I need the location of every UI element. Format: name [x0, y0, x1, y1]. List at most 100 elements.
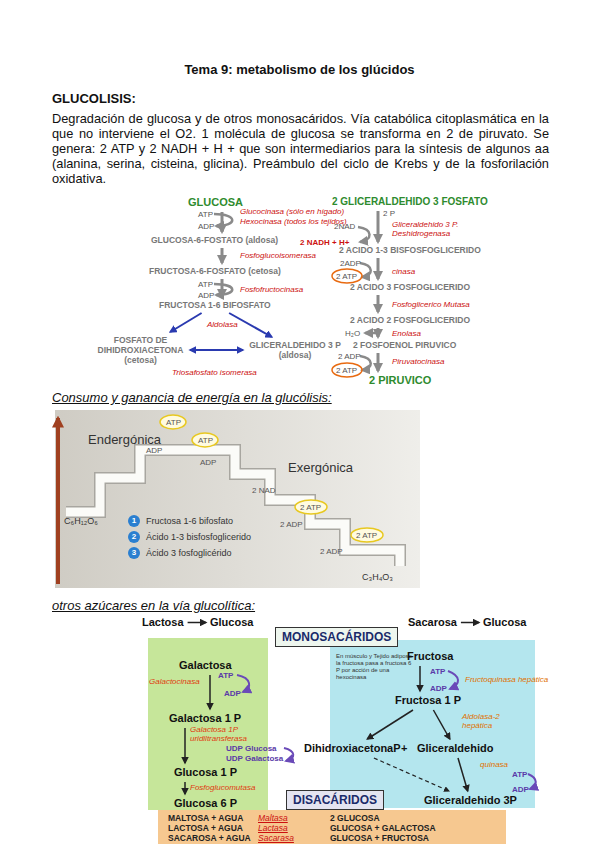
compound-node: Gliceraldehido 3P: [422, 793, 519, 808]
compound-node: 2 GLICERALDEHIDO 3 FOSFATO: [330, 195, 490, 209]
node-text: FOSFATO DE DIHIDROXIACETONA (cetosa): [95, 335, 186, 365]
reaction-arrow: [433, 710, 449, 739]
text-label: Fructoquinasa hepática: [465, 675, 548, 684]
reaction-arrow: [377, 328, 380, 337]
text-label: Fosfoglucomutasa: [190, 783, 255, 792]
compound-node: DihidroxiacetonaP: [302, 741, 403, 756]
disaccharide-table: [158, 810, 506, 844]
text-label: Gliceraldehido 3 P. Deshidrogenasa: [392, 220, 487, 238]
text-label: Aldolasa-2 hepática: [462, 712, 507, 730]
page-title: Tema 9: metabolismo de los glúcidos: [0, 62, 599, 77]
text-label: quinasa: [480, 760, 508, 769]
category-box: DISACÁRIDOS: [286, 790, 384, 810]
text-label: otros azúcares en la vía glucolítica:: [52, 598, 255, 613]
node-text: Glucosa 1 P: [174, 766, 237, 779]
text-label: Maltasa: [258, 813, 288, 823]
text-label: LACTOSA + AGUA: [168, 823, 243, 833]
text-label: ATP: [512, 770, 527, 779]
reaction-arrow: [221, 212, 224, 232]
text-label: Glucocinasa (sólo en hígado): [240, 207, 344, 216]
text-label: Ácido 3 fosfoglicérido: [146, 548, 232, 558]
text-label: 2NAD: [334, 222, 355, 231]
text-label: 2: [129, 532, 139, 542]
text-label: ADP: [200, 458, 216, 467]
compound-node: Galactosa 1 P: [167, 711, 243, 726]
reaction-arrow: [170, 313, 201, 332]
text-label: 3: [129, 548, 139, 558]
compound-node: Lactosa: [140, 615, 186, 630]
compound-node: FOSFATO DE DIHIDROXIACETONA (cetosa): [93, 334, 188, 366]
compound-node: FRUCTOSA 1-6 BIFOSFATO: [157, 299, 273, 311]
energy-chart-ground: [55, 410, 420, 588]
text-label: GLUCOLISIS:: [52, 91, 136, 106]
text-label: ADP: [430, 684, 447, 693]
node-text: Fructosa 1 P: [395, 694, 461, 707]
text-label: MALTOSA + AGUA: [168, 813, 243, 823]
text-label: SACAROSA + AGUA: [168, 833, 251, 843]
text-label: 2 ADP: [338, 352, 361, 361]
reaction-arrow: [377, 295, 380, 312]
text-label: Piruvatocinasa: [392, 357, 444, 366]
text-label: 2 ATP: [356, 531, 377, 540]
text-label: ADP: [224, 689, 241, 698]
node-text: MONOSACÁRIDOS: [282, 630, 391, 644]
node-text: DISACÁRIDOS: [293, 793, 377, 807]
node-text: 2 ACIDO 1-3 BISFOSFOGLICERIDO: [339, 245, 481, 255]
text-label: Triosafosfato isomerasa: [172, 368, 257, 377]
text-label: 2 NAD: [252, 486, 276, 495]
text-label: Fosfofructocinasa: [240, 285, 303, 294]
text-label: Galactocinasa: [149, 677, 200, 686]
text-label: Fosfoglucoisomerasa: [240, 251, 316, 260]
step-markers: [128, 515, 140, 559]
reaction-arrow: [377, 258, 380, 279]
text-label: ADP: [198, 222, 214, 231]
text-label: C₃H₄O₃: [362, 572, 393, 582]
fructose-region: [330, 640, 535, 808]
node-text: GLUCOSA-6-FOSTATO (aldosa): [151, 235, 278, 245]
reaction-arrow: [377, 353, 380, 371]
text-label: UDP Glucosa: [226, 744, 277, 753]
compound-node: Fructosa 1 P: [393, 693, 463, 708]
node-text: Glucosa: [210, 616, 253, 629]
compound-node: GLUCOSA-6-FOSTATO (aldosa): [149, 234, 280, 246]
compound-node: Gliceraldehido: [415, 741, 495, 756]
text-label: H₂O: [345, 329, 360, 338]
reaction-arrow: [190, 349, 243, 351]
compound-node: Glucosa 6 P: [172, 796, 239, 811]
reaction-arrow: [209, 675, 211, 709]
text-label: ATP: [430, 667, 445, 676]
node-text: FRUCTOSA-6-FOSFATO (cetosa): [149, 266, 281, 276]
text-label: 2 P: [383, 209, 395, 218]
text-label: ATP: [198, 210, 213, 219]
node-text: Fructosa: [407, 650, 453, 663]
text-label: Enolasa: [392, 329, 421, 338]
reaction-arrow: [184, 782, 186, 794]
node-text: 2 GLICERALDEHIDO 3 FOSFATO: [332, 196, 488, 208]
reaction-arrow: [377, 211, 380, 242]
text-label: GLUCOSA + GALACTOSA: [330, 823, 436, 833]
text-label: Exergónica: [288, 460, 353, 475]
compound-node: FRUCTOSA-6-FOSFATO (cetosa): [147, 265, 283, 277]
text-label: UDP Galactosa: [226, 754, 283, 763]
text-label: Consumo y ganancia de energía en la gluc…: [52, 390, 332, 405]
text-label: Ácido 1-3 bisfosfoglicerido: [146, 532, 251, 542]
text-label: Hexocinasa (todos los tejidos): [240, 217, 347, 226]
text-label: ADP: [512, 785, 529, 794]
reaction-arrow: [458, 758, 468, 791]
reaction-arrow: [221, 279, 224, 297]
text-label: C₆H₁₂O₆: [64, 516, 98, 526]
text-label: +: [401, 742, 407, 754]
reaction-arrow: [184, 728, 186, 763]
compound-node: Galactosa: [177, 658, 234, 673]
node-text: Glucosa: [483, 616, 526, 629]
text-label: Degradación de glucosa y de otros monosa…: [52, 111, 549, 186]
text-label: Fructosa 1-6 bifosfato: [146, 516, 233, 526]
text-label: Galactosa 1P uridiltransferasa: [190, 725, 266, 743]
node-text: Gliceraldehido: [417, 742, 493, 755]
cofactor-loops-bottom: [237, 671, 536, 789]
text-label: Fosfoglicerico Mutasa: [392, 300, 470, 309]
compound-node: 2 ACIDO 3 FOSFOGLICERIDO: [348, 281, 472, 293]
text-label: 2 GLUCOSA: [330, 813, 380, 823]
text-label: Sacarasa: [258, 833, 294, 843]
compound-node: 2 PIRUVICO: [367, 373, 433, 388]
